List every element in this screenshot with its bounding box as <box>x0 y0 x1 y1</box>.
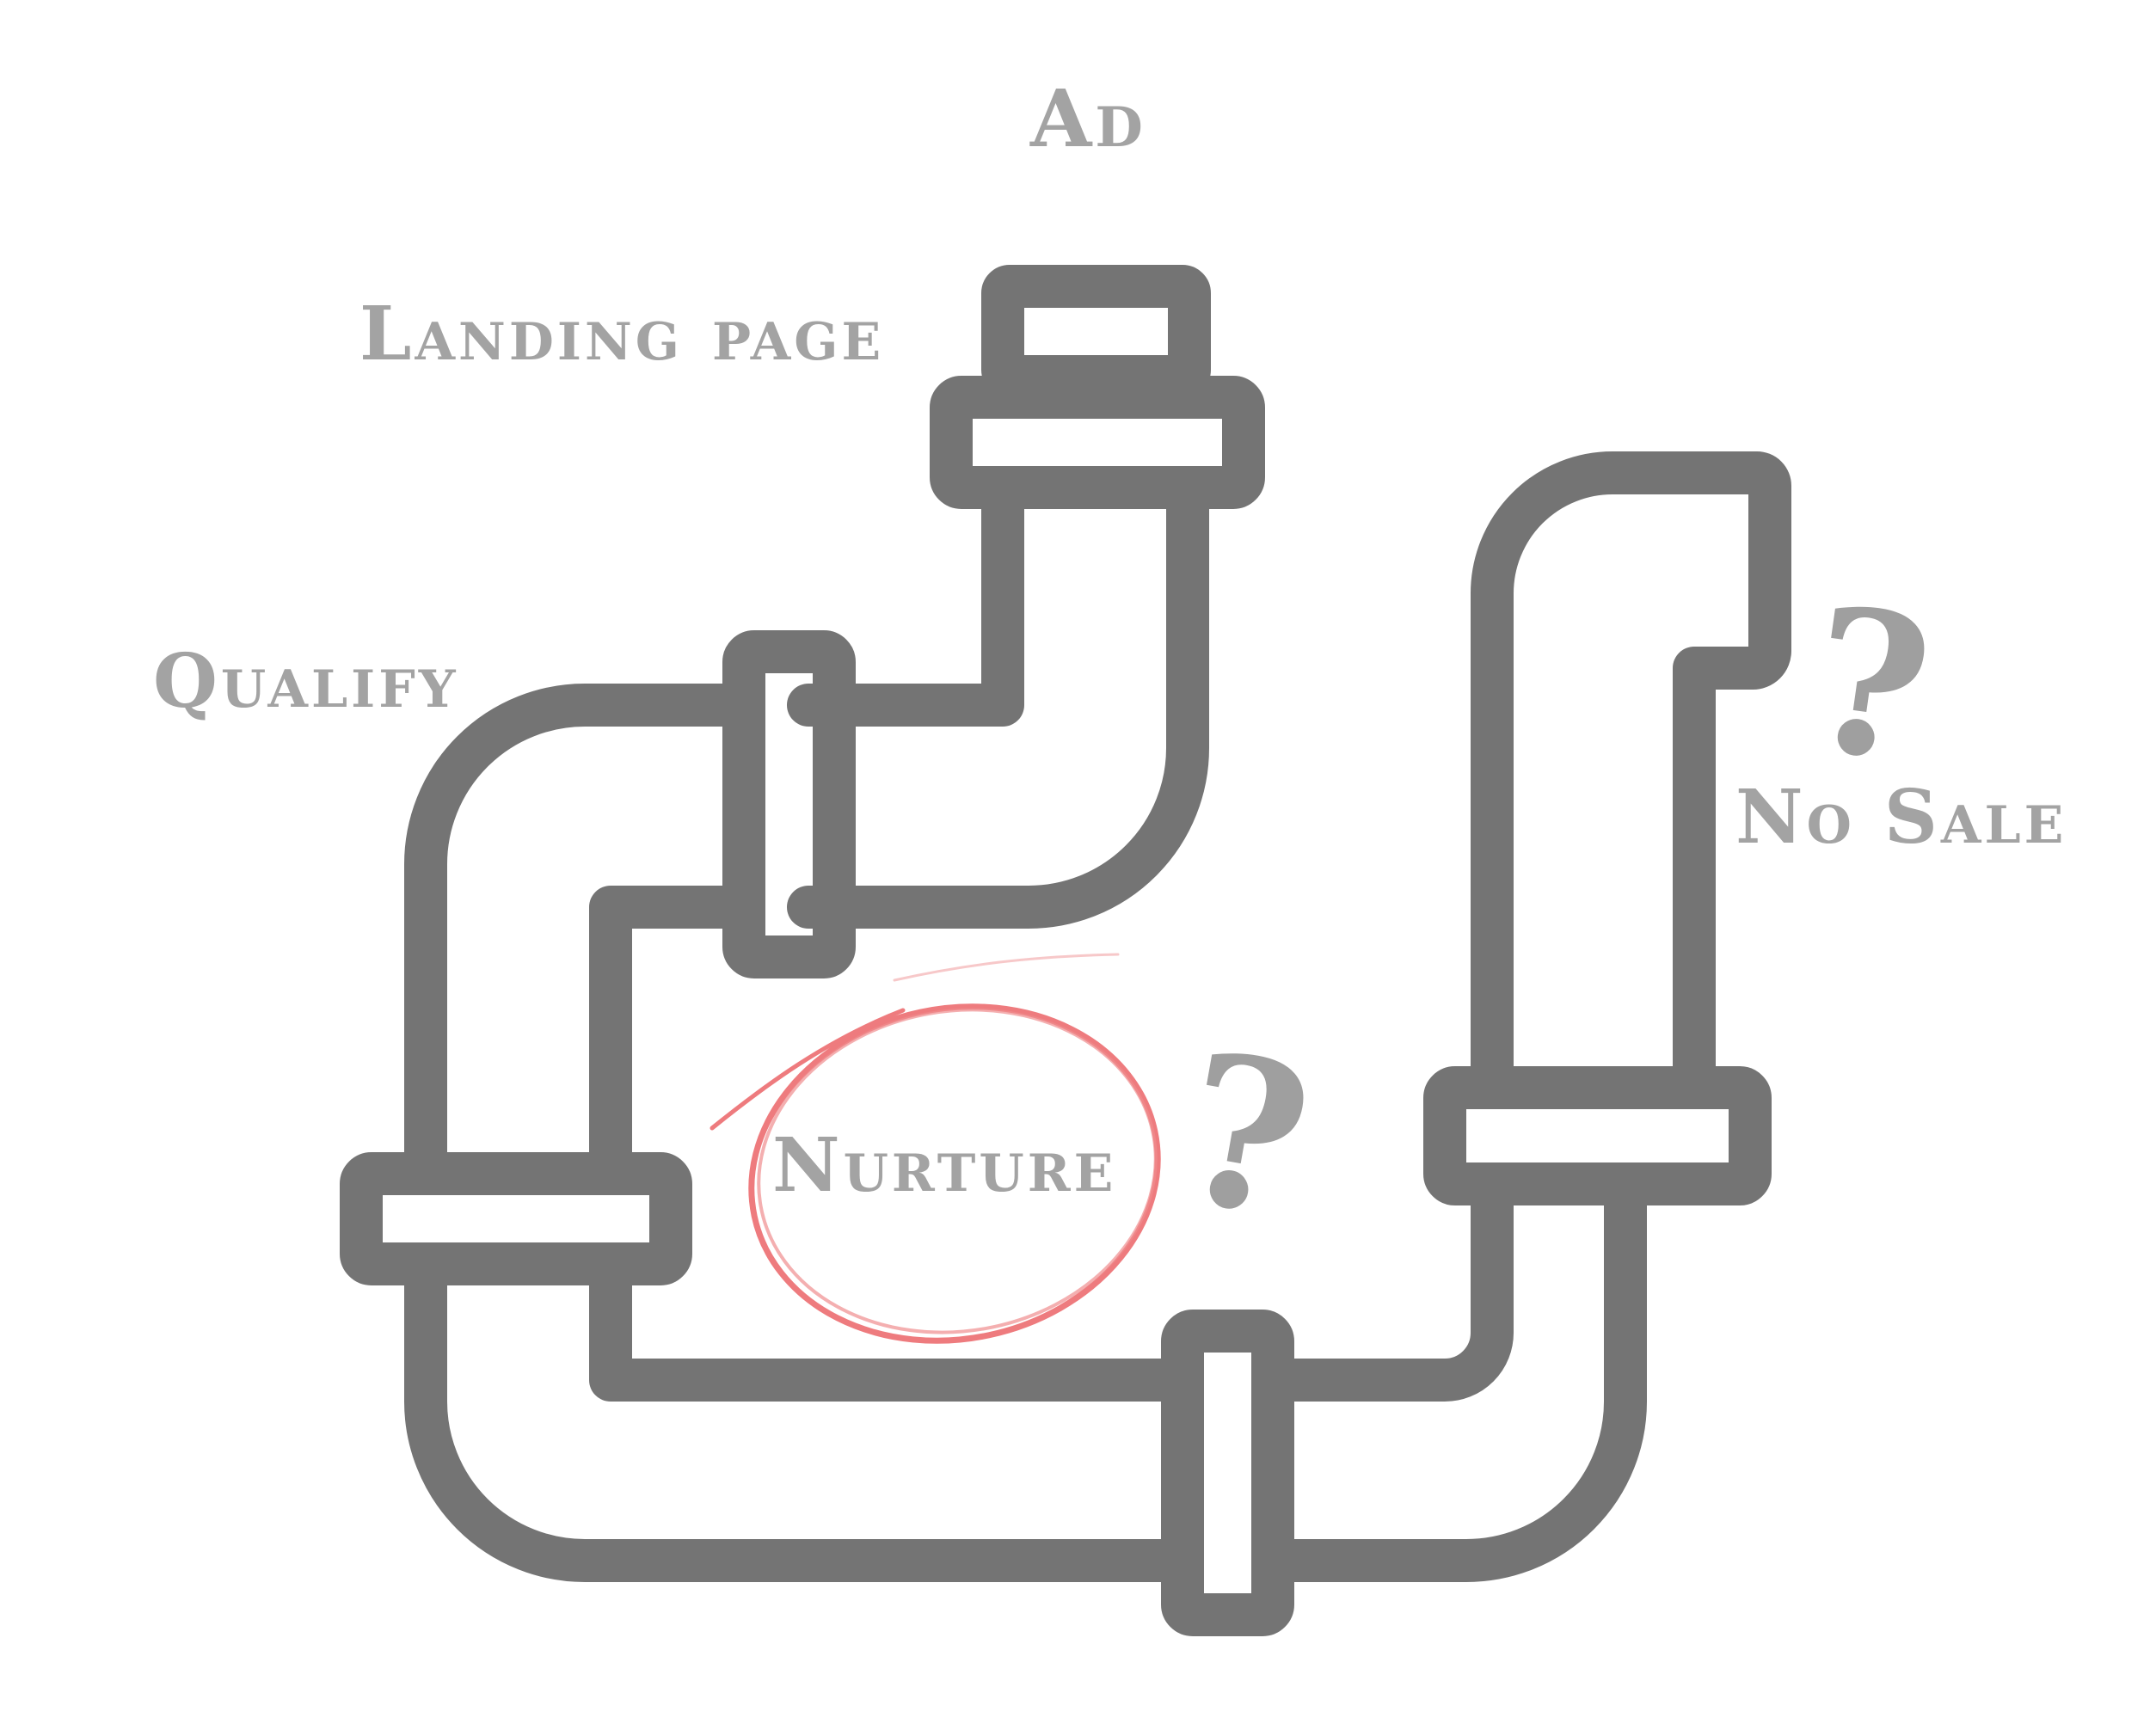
pipe-right-lower-inner <box>1273 1199 1492 1380</box>
flange-ad-cap <box>1003 286 1189 377</box>
question-mark-no-sale: ? <box>1797 562 1944 808</box>
question-mark-nurture: ? <box>1164 1006 1325 1266</box>
label-nurture: Nurture <box>772 1122 1116 1209</box>
pipe-right-upper <box>1492 473 1770 1083</box>
label-landing-page: Landing page <box>359 291 884 377</box>
flange-right <box>1445 1088 1750 1184</box>
pipe-left-upper-inner <box>611 907 740 1174</box>
flange-bottom <box>1182 1331 1273 1615</box>
label-qualify: Qualify <box>153 638 459 725</box>
flange-landing-page <box>951 397 1244 488</box>
label-ad: Ad <box>1029 72 1146 165</box>
flange-left <box>361 1174 671 1264</box>
pipe-left-upper-outer <box>426 705 740 1174</box>
pipe-system <box>361 286 1770 1615</box>
